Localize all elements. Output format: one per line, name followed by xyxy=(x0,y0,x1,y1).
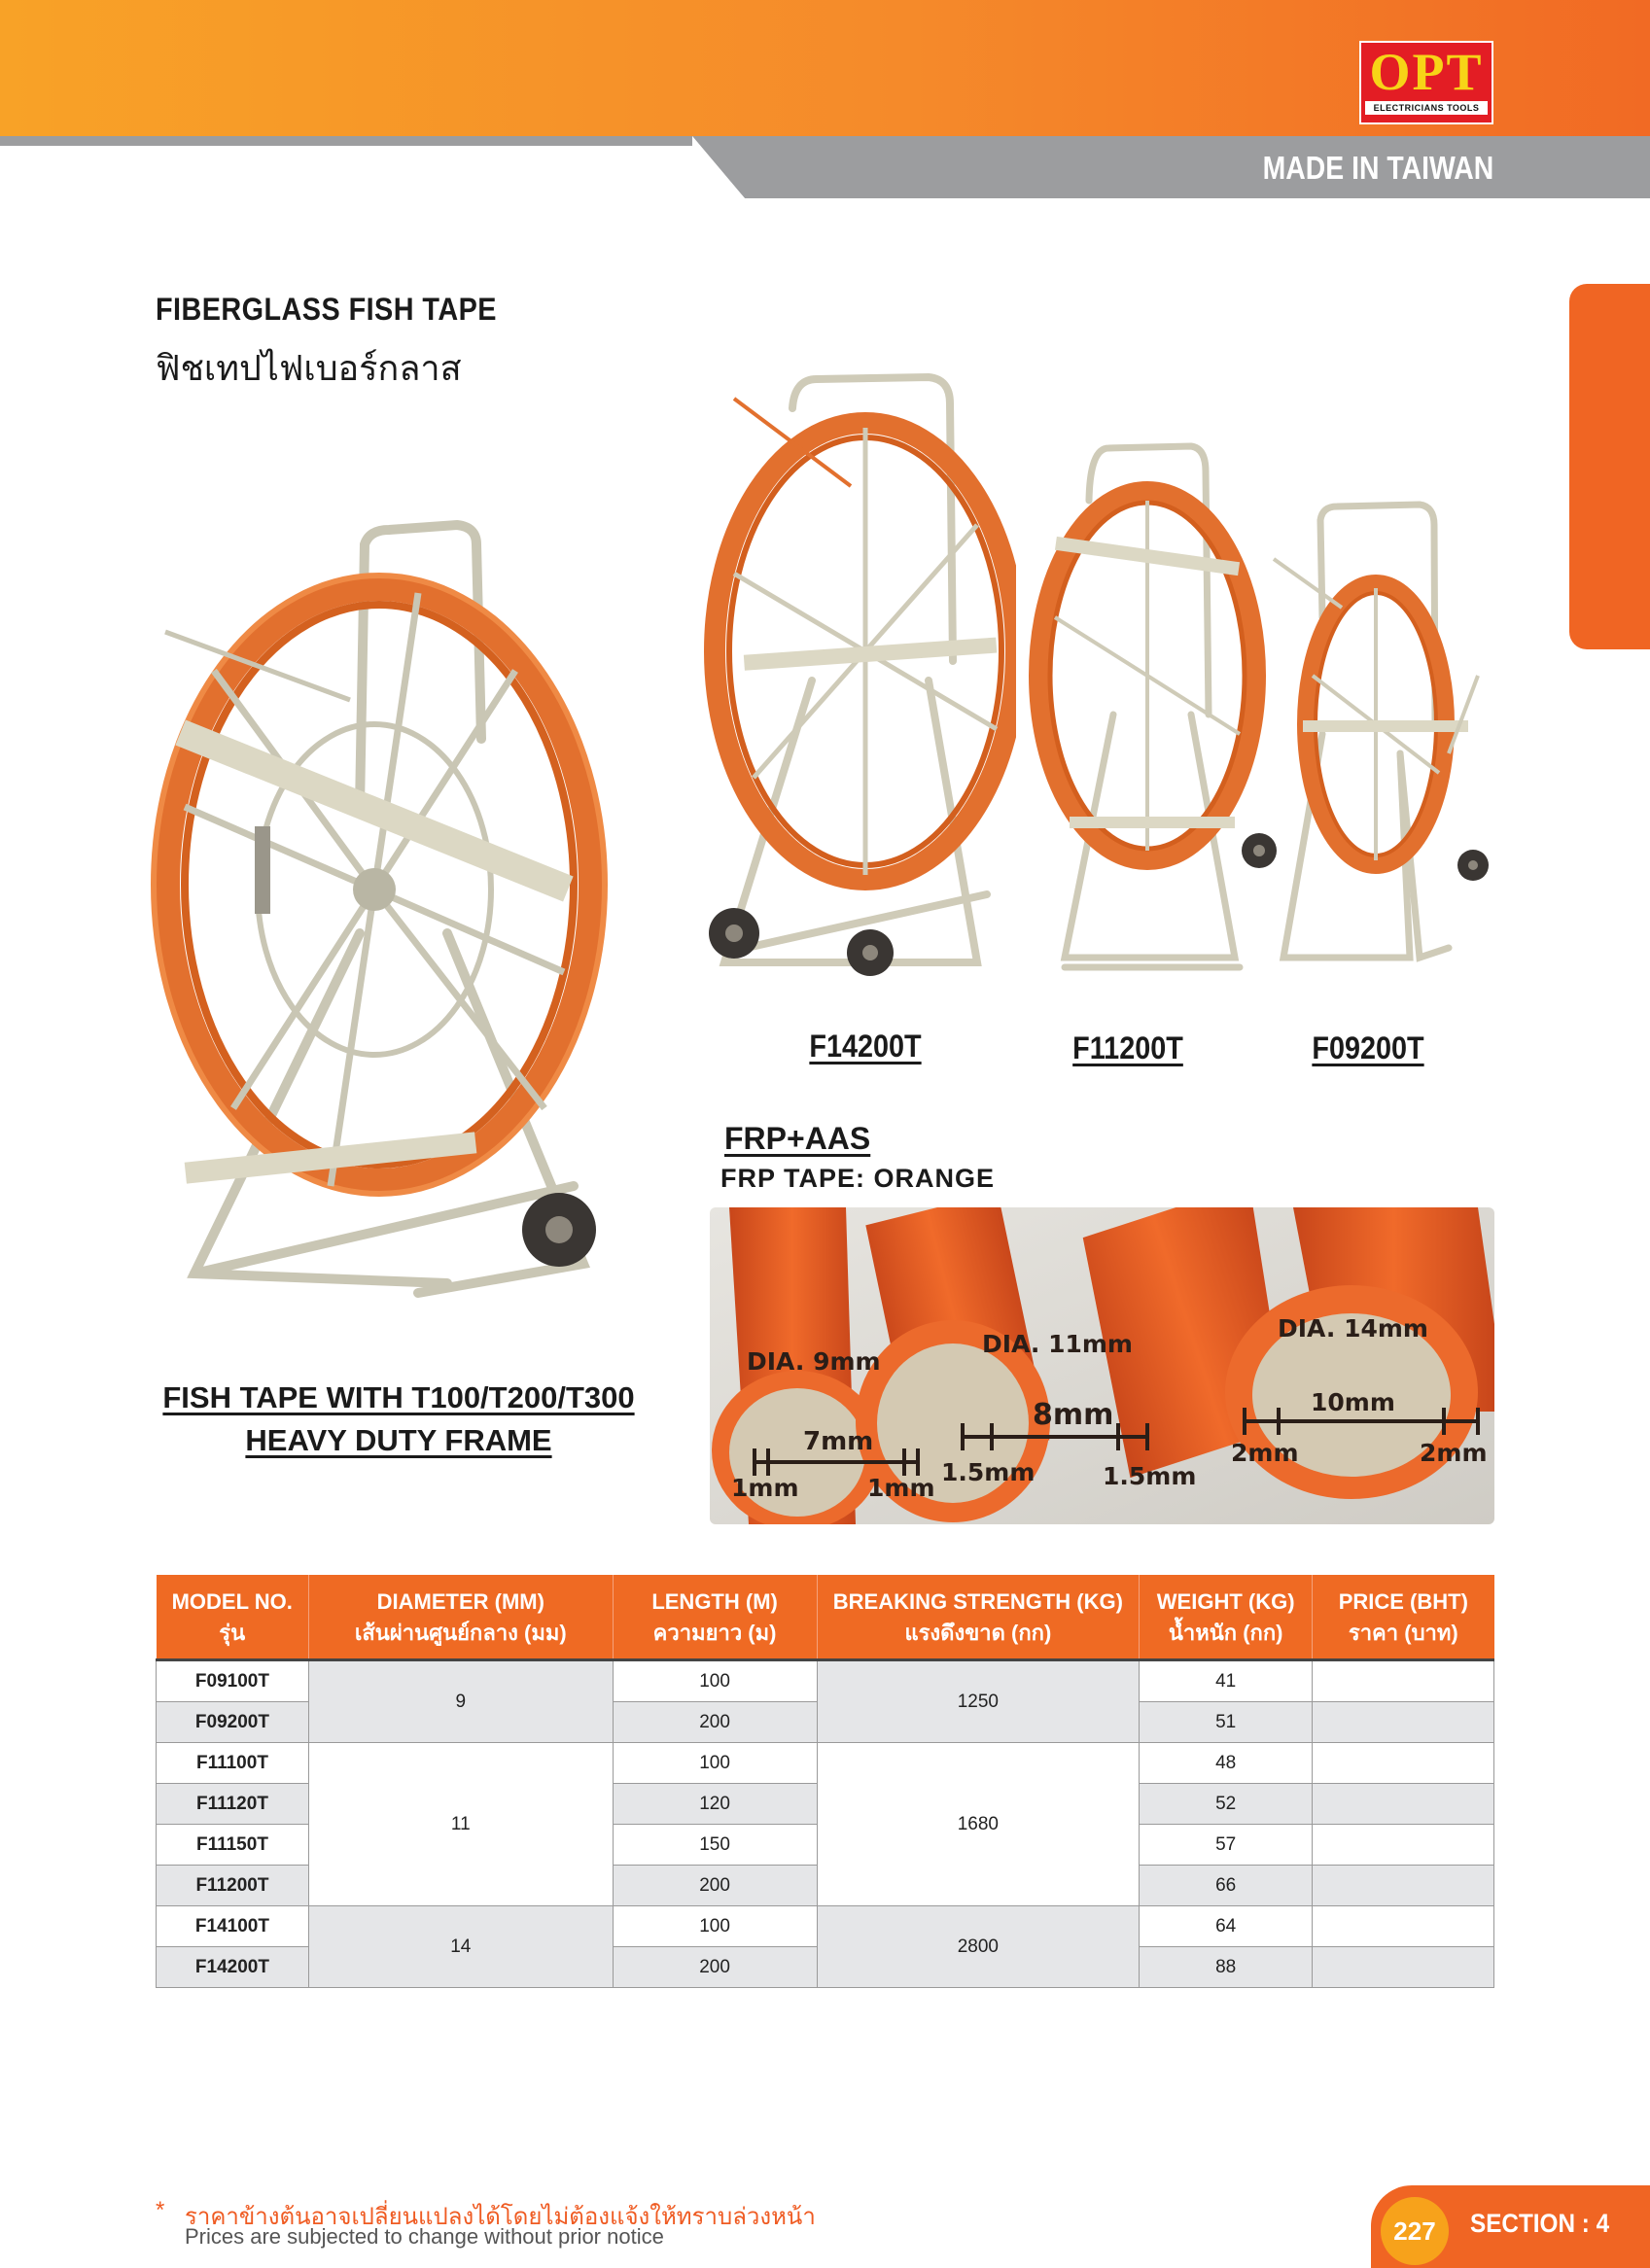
cell-length: 100 xyxy=(612,1659,818,1702)
cell-weight: 88 xyxy=(1139,1946,1314,1988)
header-weight: WEIGHT (KG)น้ำหนัก (กก) xyxy=(1139,1575,1314,1661)
cell-model: F11100T xyxy=(156,1742,309,1784)
dia-9-label: DIA. 9mm xyxy=(747,1347,881,1376)
cell-model: F11150T xyxy=(156,1824,309,1866)
tape-cross-section-photo: DIA. 9mm 7mm 1mm 1mm DIA. 11mm 8mm 1.5mm… xyxy=(710,1207,1494,1524)
cell-model: F09200T xyxy=(156,1701,309,1743)
cell-price xyxy=(1312,1659,1494,1702)
header-diameter: DIAMETER (MM)เส้นผ่านศูนย์กลาง (มม) xyxy=(308,1575,614,1661)
header-strength: BREAKING STRENGTH (KG)แรงดึงขาด (กก) xyxy=(817,1575,1141,1661)
material-title: FRP+AAS xyxy=(724,1121,871,1156)
dia-11-label: DIA. 11mm xyxy=(982,1330,1133,1358)
cell-weight: 66 xyxy=(1139,1865,1314,1906)
cell-length: 150 xyxy=(612,1824,818,1866)
cell-price xyxy=(1312,1905,1494,1947)
spec-table: MODEL NO.รุ่น DIAMETER (MM)เส้นผ่านศูนย์… xyxy=(156,1575,1494,1988)
caption-model-3: F09200T xyxy=(1312,1030,1424,1065)
fish-tape-reel-f09200t-image xyxy=(1272,501,1489,962)
table-row: F11200T 200 66 xyxy=(156,1865,1494,1906)
cell-diameter: 14 xyxy=(307,1905,614,1988)
cell-price xyxy=(1312,1742,1494,1784)
wall-11-right-label: 1.5mm xyxy=(1103,1462,1197,1490)
table-row: F09200T 200 51 xyxy=(156,1701,1494,1743)
fish-tape-reel-large-image xyxy=(151,519,608,1298)
cell-model: F09100T xyxy=(156,1659,309,1702)
frame-caption: FISH TAPE WITH T100/T200/T300 HEAVY DUTY… xyxy=(126,1377,671,1462)
cell-price xyxy=(1312,1701,1494,1743)
product-title-en: FIBERGLASS FISH TAPE xyxy=(156,292,497,327)
cell-weight: 41 xyxy=(1139,1659,1314,1702)
footnote-asterisk: * xyxy=(156,2197,165,2223)
core-10-label: 10mm xyxy=(1311,1388,1395,1416)
dia-14-label: DIA. 14mm xyxy=(1278,1314,1428,1343)
cell-length: 100 xyxy=(612,1742,818,1784)
logo-mark: OPT xyxy=(1369,43,1484,101)
cell-strength: 1250 xyxy=(816,1659,1141,1743)
section-label: SECTION : 4 xyxy=(1470,2209,1610,2238)
logo-subtext: ELECTRICIANS TOOLS xyxy=(1365,101,1488,115)
cell-model: F11120T xyxy=(156,1783,309,1825)
cell-length: 100 xyxy=(612,1905,818,1947)
wall-9-right-label: 1mm xyxy=(867,1474,935,1502)
cell-length: 120 xyxy=(612,1783,818,1825)
table-row: F11150T 150 57 xyxy=(156,1824,1494,1866)
cell-price xyxy=(1312,1783,1494,1825)
cell-weight: 48 xyxy=(1139,1742,1314,1784)
wall-14-right-label: 2mm xyxy=(1420,1439,1488,1467)
footnote-en: Prices are subjected to change without p… xyxy=(185,2224,664,2249)
page-number: 227 xyxy=(1381,2197,1449,2265)
cell-weight: 52 xyxy=(1139,1783,1314,1825)
header-price: PRICE (BHT)ราคา (บาท) xyxy=(1312,1575,1494,1661)
section-side-tab xyxy=(1569,284,1650,649)
product-title-th: ฟิชเทปไฟเบอร์กลาส xyxy=(156,348,462,388)
opt-logo: OPT ELECTRICIANS TOOLS xyxy=(1359,41,1493,124)
cell-weight: 51 xyxy=(1139,1701,1314,1743)
cell-model: F11200T xyxy=(156,1865,309,1906)
header-grey-band xyxy=(0,136,1650,198)
header-length: LENGTH (M)ความยาว (ม) xyxy=(613,1575,818,1661)
fish-tape-reel-f14200t-image xyxy=(704,372,1016,976)
cell-weight: 64 xyxy=(1139,1905,1314,1947)
wall-9-left-label: 1mm xyxy=(731,1474,799,1502)
table-row: F14100T 14 100 2800 64 xyxy=(156,1905,1494,1988)
frame-caption-line2: HEAVY DUTY FRAME xyxy=(245,1423,552,1457)
footnote-th: ราคาข้างต้นอาจเปลี่ยนแปลงได้โดยไม่ต้องแจ… xyxy=(185,2204,816,2230)
wall-11-left-label: 1.5mm xyxy=(941,1458,1036,1486)
frame-caption-line1: FISH TAPE WITH T100/T200/T300 xyxy=(162,1380,635,1414)
cell-diameter: 9 xyxy=(307,1659,614,1743)
core-8-label: 8mm xyxy=(1033,1398,1114,1432)
fish-tape-reel-f11200t-image xyxy=(1029,442,1277,971)
cell-length: 200 xyxy=(612,1946,818,1988)
wall-14-left-label: 2mm xyxy=(1231,1439,1299,1467)
table-row: F09100T 9 100 1250 41 xyxy=(156,1659,1494,1743)
cell-diameter: 11 xyxy=(307,1742,614,1906)
caption-model-2: F11200T xyxy=(1072,1030,1183,1065)
table-row: F11100T 11 100 1680 48 xyxy=(156,1742,1494,1906)
cell-price xyxy=(1312,1946,1494,1988)
cell-strength: 1680 xyxy=(816,1742,1141,1906)
cell-strength: 2800 xyxy=(816,1905,1141,1988)
cell-price xyxy=(1312,1824,1494,1866)
tape-color-label: FRP TAPE: ORANGE xyxy=(720,1164,996,1193)
cell-model: F14200T xyxy=(156,1946,309,1988)
cell-price xyxy=(1312,1865,1494,1906)
caption-model-1: F14200T xyxy=(809,1029,922,1064)
table-header-row: MODEL NO.รุ่น DIAMETER (MM)เส้นผ่านศูนย์… xyxy=(156,1575,1494,1661)
table-row: F11120T 120 52 xyxy=(156,1783,1494,1825)
table-row: F14200T 200 88 xyxy=(156,1946,1494,1988)
core-7-label: 7mm xyxy=(803,1427,874,1456)
cell-weight: 57 xyxy=(1139,1824,1314,1866)
cell-length: 200 xyxy=(612,1865,818,1906)
cell-length: 200 xyxy=(612,1701,818,1743)
header-model: MODEL NO.รุ่น xyxy=(156,1575,309,1661)
cell-model: F14100T xyxy=(156,1905,309,1947)
made-in-label: MADE IN TAIWAN xyxy=(1262,150,1493,186)
